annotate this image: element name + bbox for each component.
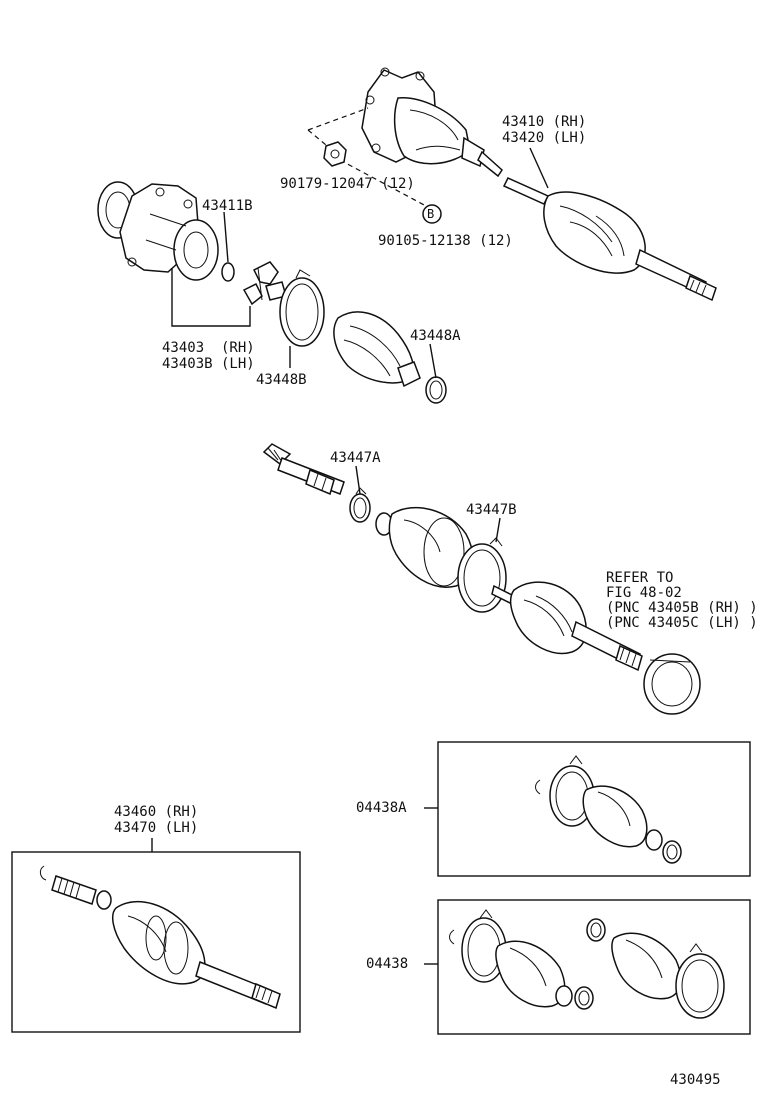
bolt-90179: [323, 141, 347, 167]
label-43403: 43403 (RH): [162, 340, 255, 356]
inboard-boot: [333, 311, 421, 388]
box-04438a: [437, 741, 751, 877]
complete-shaft-assembly: [39, 865, 281, 1010]
label-90105: 90105-12138 (12): [378, 233, 513, 249]
figure-number: 430495: [670, 1072, 721, 1088]
dashed-leader-nut: [339, 159, 427, 207]
label-43470: 43470 (LH): [114, 820, 199, 836]
clamp-43448a: [425, 376, 447, 404]
leader-43411b: [223, 211, 229, 263]
outer-cv-joint: [491, 581, 643, 672]
label-refer-pnc-rh: (PNC 43405B (RH) ): [606, 600, 758, 616]
label-90179: 90179-12047 (12): [280, 176, 415, 192]
leader-43447a: [355, 465, 361, 495]
label-43447b: 43447B: [466, 502, 517, 518]
label-04438: 04438: [366, 956, 409, 972]
kit-04438a-parts: [535, 755, 682, 864]
leader-43448a: [429, 343, 437, 379]
kit-04438-parts: [449, 909, 725, 1019]
dashed-leader-flange: [307, 107, 369, 131]
bracket-43403: [171, 268, 251, 327]
leader-43410: [529, 147, 549, 189]
label-refer-fig: FIG 48-02: [606, 585, 682, 601]
label-43447a: 43447A: [330, 450, 381, 466]
dust-deflector-ring: [643, 653, 701, 715]
tripod-joint: [242, 261, 287, 306]
label-refer-to: REFER TO: [606, 570, 674, 586]
label-43448a: 43448A: [410, 328, 461, 344]
label-43420: 43420 (LH): [502, 130, 587, 146]
middle-shaft: [262, 443, 345, 496]
label-43448b: 43448B: [256, 372, 307, 388]
clamp-43448b: [279, 269, 325, 347]
inboard-joint-housing: [97, 181, 219, 281]
label-refer-pnc-lh: (PNC 43405C (LH) ): [606, 615, 758, 631]
snap-ring-43411b: [221, 262, 235, 282]
box-04438: [437, 899, 751, 1035]
label-04438a: 04438A: [356, 800, 407, 816]
middle-boot: [375, 506, 474, 588]
label-43403b: 43403B (LH): [162, 356, 255, 372]
leader-43447b: [495, 517, 501, 543]
label-43410: 43410 (RH): [502, 114, 587, 130]
outer-flange-shaft-assembly: [361, 67, 717, 302]
marker-b: B: [427, 207, 435, 221]
label-43460: 43460 (RH): [114, 804, 199, 820]
label-43411b: 43411B: [202, 198, 253, 214]
box-43460: [11, 851, 301, 1033]
marker-b-circle: [422, 204, 442, 224]
